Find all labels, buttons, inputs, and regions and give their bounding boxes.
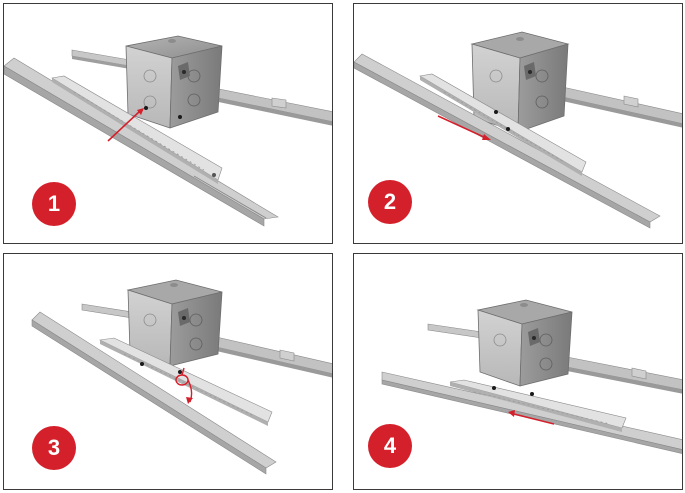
step-panel-4: 4: [353, 253, 683, 490]
electrical-box: [470, 31, 570, 133]
step-panel-3: 3: [3, 253, 333, 490]
bracket-plate: [51, 75, 223, 184]
slide-arrow: [508, 410, 555, 425]
step-badge-1: 1: [32, 182, 76, 226]
step-3-illustration: [31, 279, 332, 475]
step-4-illustration: [381, 299, 682, 454]
step-badge-2: 2: [368, 180, 412, 224]
step-badge-3: 3: [32, 426, 76, 470]
mounting-rail: [31, 311, 277, 475]
electrical-box: [125, 35, 223, 129]
step-1-illustration: [4, 35, 332, 227]
step-badge-4: 4: [368, 424, 412, 468]
bracket-plate: [419, 73, 587, 176]
step-panel-1: 1: [3, 3, 333, 244]
mounting-rail: [354, 53, 661, 229]
rotate-arrow: [175, 367, 193, 404]
step-panel-2: 2: [353, 3, 683, 244]
insert-arrow: [107, 108, 144, 142]
electrical-box: [126, 279, 223, 367]
step-2-illustration: [354, 31, 682, 229]
electrical-box: [476, 299, 573, 387]
slide-arrow: [437, 115, 491, 140]
bracket-plate: [98, 337, 273, 426]
bracket-plate: [449, 379, 627, 432]
